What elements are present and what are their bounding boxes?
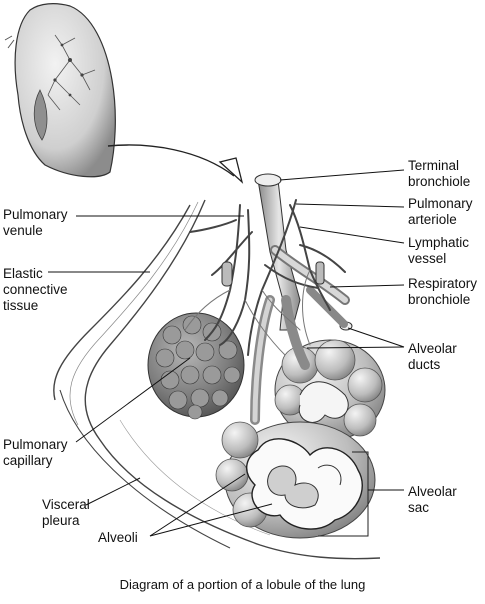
leader-lines [48,169,405,537]
label-lymphatic-vessel: Lymphatic vessel [408,235,470,266]
label-pulmonary-arteriole: Pulmonary arteriole [408,196,473,227]
pleura-boundary [53,199,381,560]
bronchiole-tree [250,173,353,425]
figure-caption: Diagram of a portion of a lobule of the … [119,577,366,592]
label-pulmonary-capillary: Pulmonary capillary [3,437,68,468]
label-terminal-bronchiole: Terminal bronchiole [408,158,471,189]
capillary-network [147,312,245,420]
label-alveolar-ducts: Alveolar ducts [408,341,457,372]
lung-inset [4,3,116,178]
label-respiratory-bronchiole: Respiratory bronchiole [408,276,478,307]
label-pulmonary-venule: Pulmonary venule [3,207,68,238]
vessels [184,199,346,356]
label-alveoli: Alveoli [98,530,138,545]
label-elastic-connective-tissue: Elastic connective tissue [3,266,68,313]
label-alveolar-sac: Alveolar sac [408,484,457,515]
label-visceral-pleura: Visceral pleura [42,497,90,528]
zoom-arrow [107,144,244,184]
alveolar-clusters [215,339,386,539]
